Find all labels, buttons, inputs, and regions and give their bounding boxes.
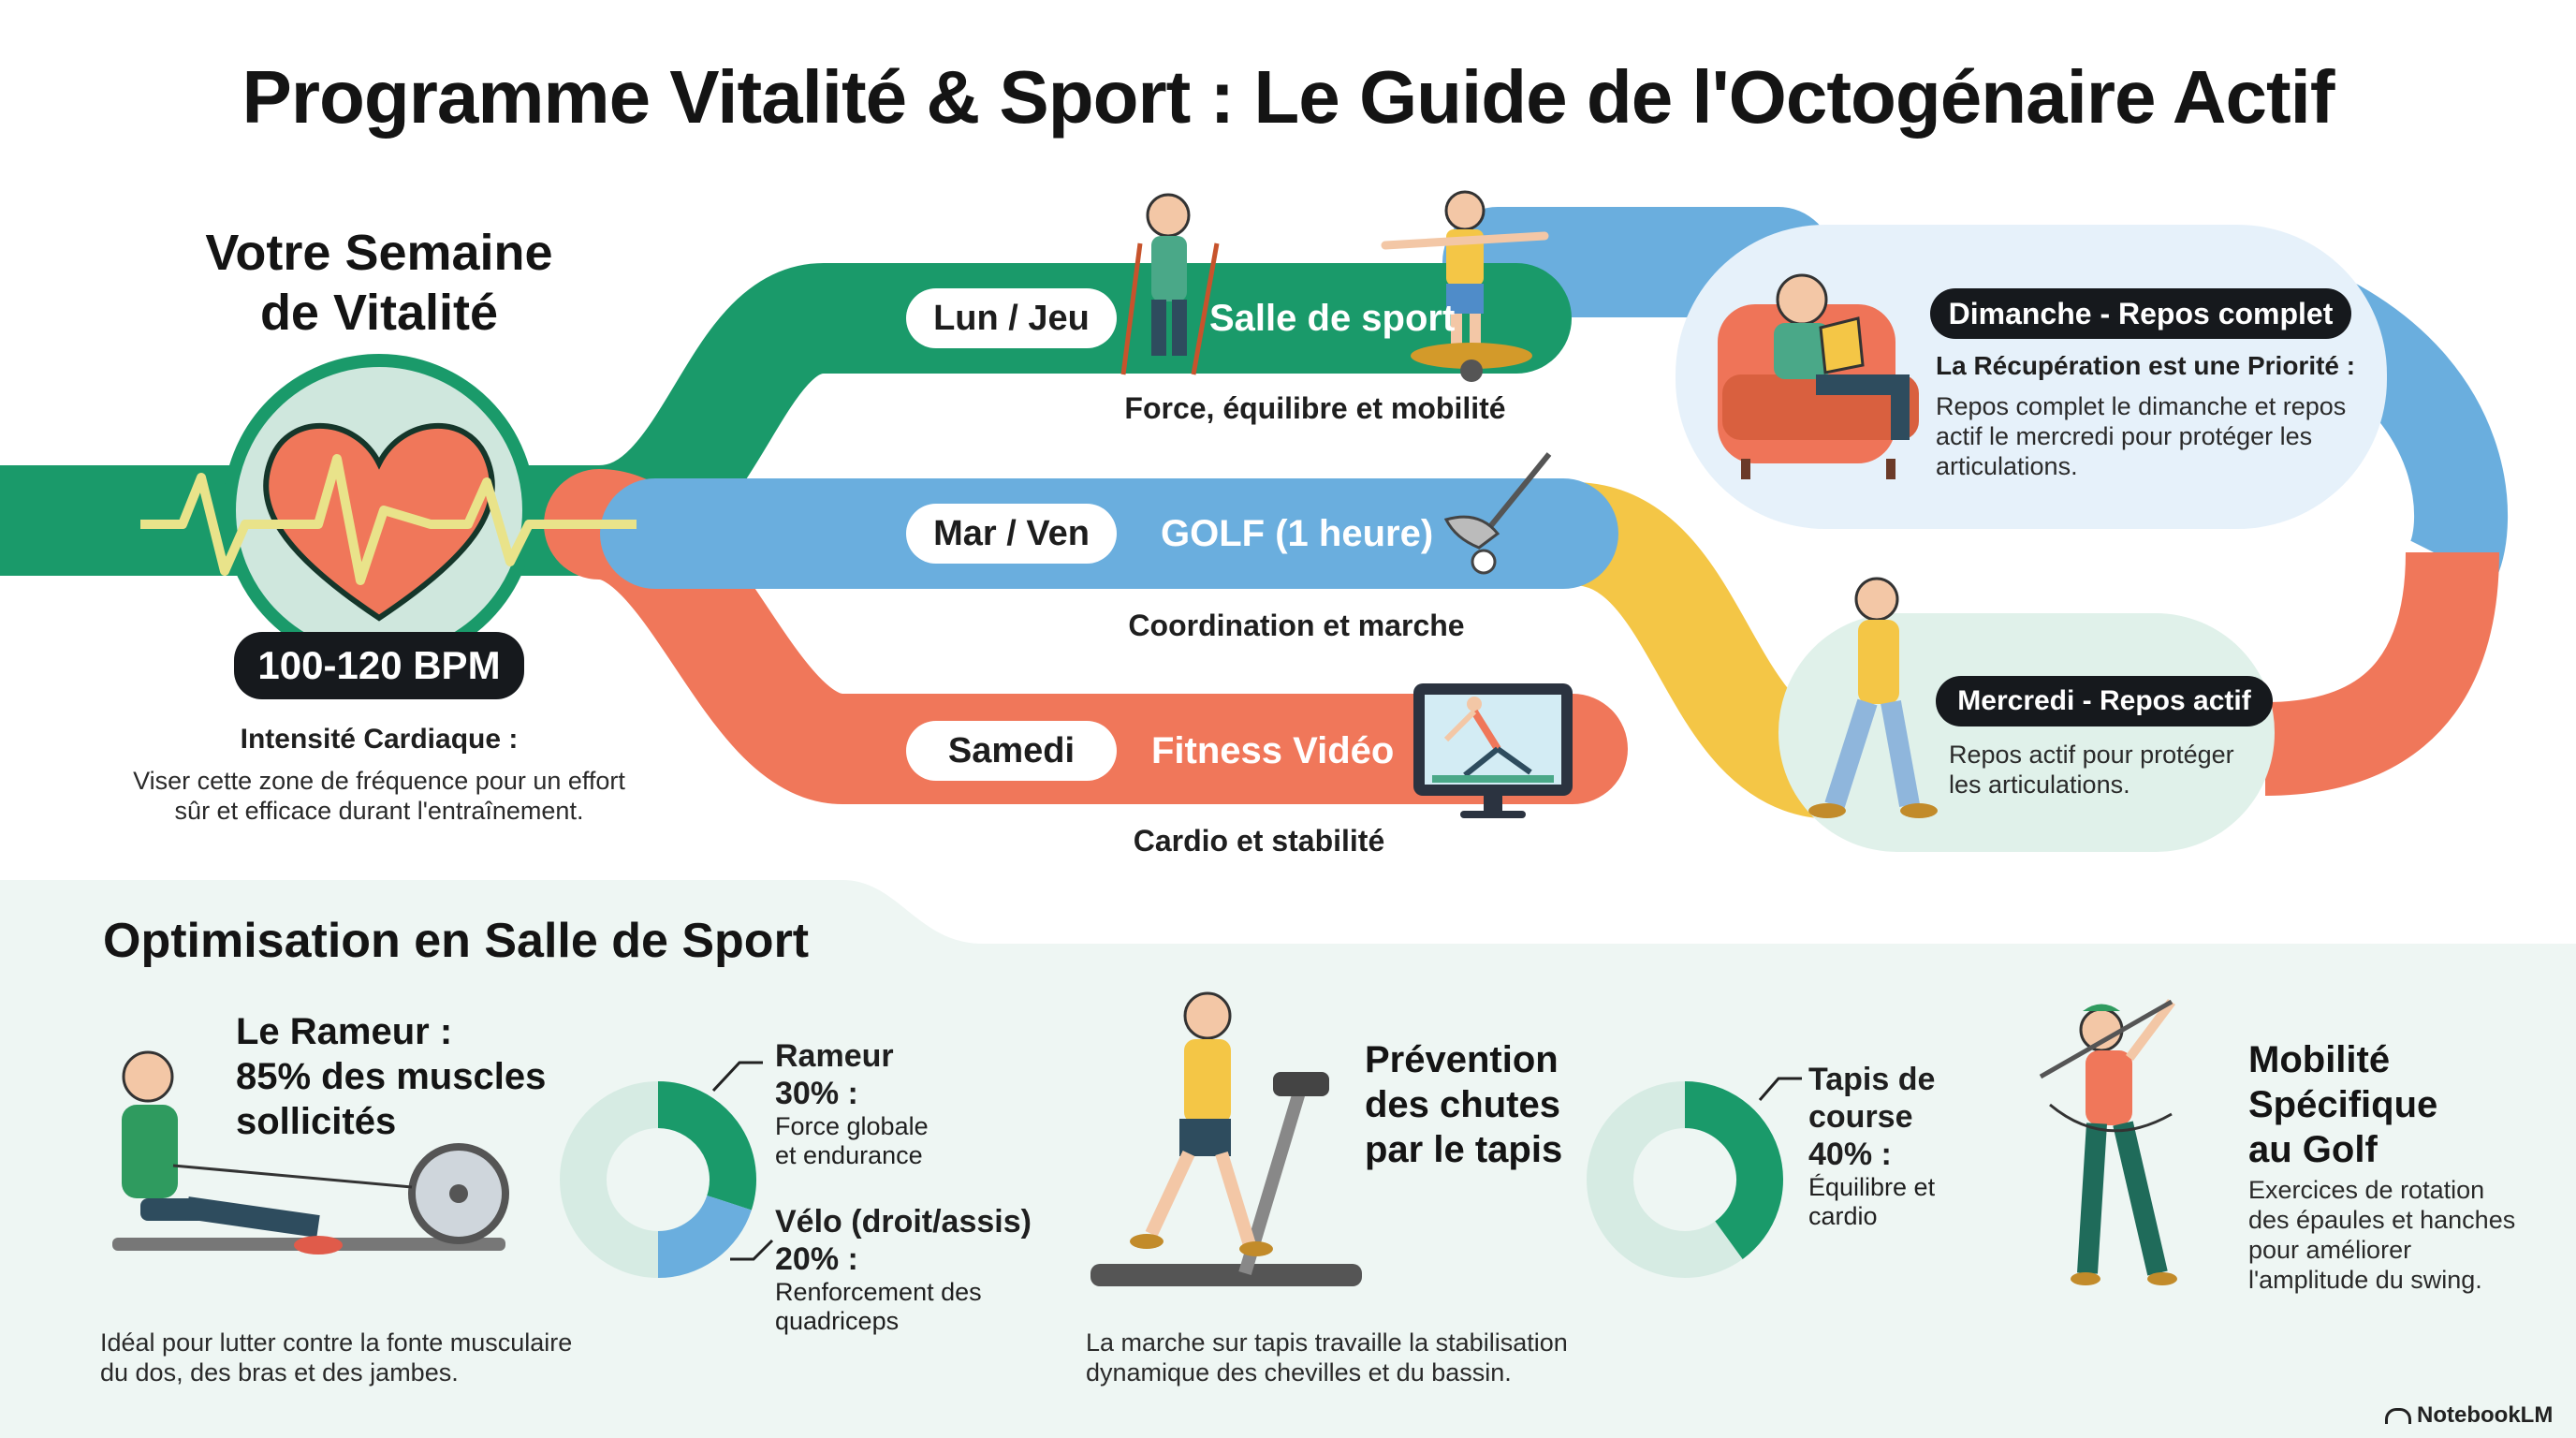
donut1-label-rameur: Rameur 30% : Force globale et endurance [775,1037,929,1170]
intensity-desc-line2: sûr et efficace durant l'entraînement. [174,797,584,825]
right-loop-coral [2264,550,2499,796]
pulse-line-icon [140,454,637,585]
recovery-desc-line3: articulations. [1936,452,2078,480]
bottom-section-bg [0,880,2576,1438]
bpm-badge: 100-120 BPM [234,632,524,699]
donut2-label-desc2: cardio [1808,1202,1878,1230]
donut1-segment-0 [657,1081,756,1211]
golf-title-line1: Mobilité [2248,1039,2391,1080]
donut2-label-pct: 40% : [1808,1137,1892,1172]
wednesday-desc-line2: les articulations. [1949,770,2130,799]
leader-line-velo [730,1239,774,1261]
tv-fitness-icon [1413,683,1573,818]
intensity-description: Viser cette zone de fréquence pour un ef… [103,766,655,826]
wednesday-description: Repos actif pour protéger les articulati… [1949,740,2258,800]
schedule-activity-gym: Salle de sport [1209,298,1456,339]
recovery-desc-line2: actif le mercredi pour protéger les [1936,422,2313,450]
schedule-days-lun-jeu: Lun / Jeu [906,288,1117,348]
treadmill-desc-line1: La marche sur tapis travaille la stabili… [1086,1328,1568,1357]
rower-title-line1: Le Rameur : [236,1011,453,1052]
wednesday-rest-badge: Mercredi - Repos actif [1936,676,2273,726]
brand-notebooklm: NotebookLM [2385,1402,2553,1429]
schedule-activity-fitness: Fitness Vidéo [1151,730,1395,771]
donut1-segment-1 [656,1195,752,1278]
brand-label: NotebookLM [2417,1402,2554,1428]
treadmill-title-line1: Prévention [1365,1039,1559,1080]
golf-desc-line1: Exercices de rotation [2248,1176,2485,1204]
golf-club-icon [1443,452,1552,575]
wednesday-desc-line1: Repos actif pour protéger [1949,741,2234,769]
donut1-label-velo: Vélo (droit/assis) 20% : Renforcement de… [775,1203,1032,1336]
recovery-desc-line1: Repos complet le dimanche et repos [1936,392,2347,420]
elder-reading-illustration [1718,273,1919,479]
rower-title: Le Rameur : 85% des muscles sollicités [236,1009,546,1144]
rower-title-line2: 85% des muscles [236,1056,547,1097]
intensity-label: Intensité Cardiaque : [240,724,519,755]
strength-workout-illustration [1120,190,1549,382]
schedule-days-samedi: Samedi [906,721,1117,781]
leader-line-tapis [1758,1077,1802,1101]
week-heading-line2: de Vitalité [259,285,499,341]
treadmill-desc-line2: dynamique des chevilles et du bassin. [1086,1358,1512,1387]
donut1-label-rameur-desc1: Force globale [775,1112,929,1140]
golf-mobility-description: Exercices de rotation des épaules et han… [2248,1175,2548,1295]
recovery-heading: La Récupération est une Priorité : [1936,351,2356,380]
donut1-label-velo-pct: 20% : [775,1241,858,1277]
rower-desc-line2: du dos, des bras et des jambes. [100,1358,459,1387]
notebooklm-logo-icon [2385,1408,2411,1425]
page-title: Programme Vitalité & Sport : Le Guide de… [242,55,2334,139]
golf-title-line2: Spécifique [2248,1084,2438,1125]
donut1-label-rameur-name: Rameur [775,1038,894,1074]
donut2-label-name1: Tapis de [1808,1062,1936,1097]
donut2-label-tapis: Tapis de course 40% : Équilibre et cardi… [1808,1061,1935,1231]
donut2-segment-0 [1684,1081,1783,1259]
intensity-desc-line1: Viser cette zone de fréquence pour un ef… [133,767,625,795]
golf-desc-line3: pour améliorer [2248,1236,2412,1264]
rowing-machine-illustration [112,1050,509,1255]
treadmill-title: Prévention des chutes par le tapis [1365,1037,1562,1172]
elder-walking-illustration [1808,577,1938,818]
donut-chart-treadmill [1587,1081,1783,1278]
week-heading-line1: Votre Semaine [205,225,553,281]
donut1-label-velo-desc1: Renforcement des [775,1278,982,1306]
schedule-caption-gym: Force, équilibre et mobilité [1124,391,1506,425]
schedule-caption-golf: Coordination et marche [1128,609,1465,642]
rower-title-line3: sollicités [236,1101,397,1142]
donut1-label-velo-name: Vélo (droit/assis) [775,1204,1032,1240]
donut2-label-name2: course [1808,1099,1913,1135]
golfer-illustration [2039,999,2177,1285]
schedule-days-mar-ven: Mar / Ven [906,504,1117,564]
treadmill-title-line3: par le tapis [1365,1129,1563,1170]
schedule-caption-fitness: Cardio et stabilité [1133,824,1385,858]
treadmill-description: La marche sur tapis travaille la stabili… [1086,1328,1647,1387]
donut2-label-desc1: Équilibre et [1808,1173,1936,1201]
treadmill-illustration [1090,991,1362,1286]
sunday-rest-badge: Dimanche - Repos complet [1930,288,2351,339]
week-heading: Votre Semaine de Vitalité [168,223,590,343]
gym-section-heading: Optimisation en Salle de Sport [103,914,810,968]
rower-desc-line1: Idéal pour lutter contre la fonte muscul… [100,1328,573,1357]
donut-chart-gym-split [560,1081,756,1278]
golf-desc-line4: l'amplitude du swing. [2248,1266,2482,1294]
recovery-description: Repos complet le dimanche et repos actif… [1936,391,2366,481]
rower-description: Idéal pour lutter contre la fonte muscul… [100,1328,662,1387]
schedule-activity-golf: GOLF (1 heure) [1161,513,1434,554]
donut1-label-rameur-desc2: et endurance [775,1141,923,1169]
golf-mobility-title: Mobilité Spécifique au Golf [2248,1037,2437,1172]
treadmill-title-line2: des chutes [1365,1084,1560,1125]
golf-desc-line2: des épaules et hanches [2248,1206,2516,1234]
leader-line-rameur [711,1061,763,1093]
golf-title-line3: au Golf [2248,1129,2378,1170]
donut1-label-velo-desc2: quadriceps [775,1307,900,1335]
donut1-label-rameur-pct: 30% : [775,1076,858,1111]
